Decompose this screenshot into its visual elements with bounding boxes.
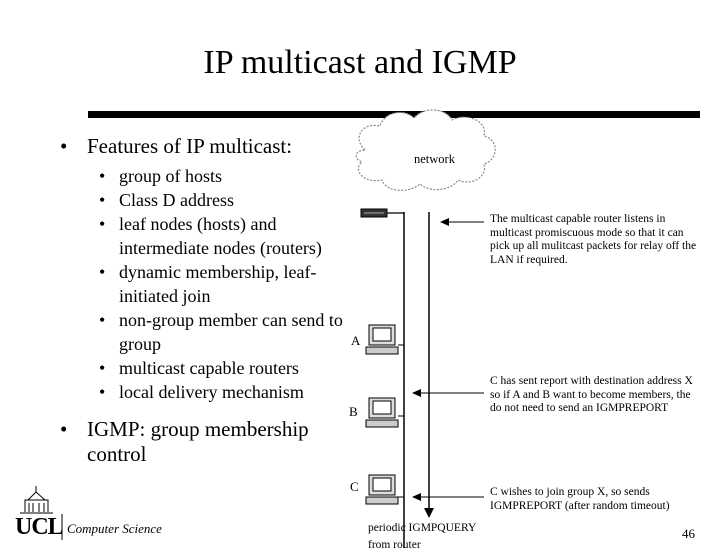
router-note: The multicast capable router listens in … bbox=[490, 213, 697, 266]
query-label: periodic IGMPQUERY from router bbox=[368, 522, 476, 551]
slide-title: IP multicast and IGMP bbox=[203, 44, 517, 81]
network-label: network bbox=[414, 152, 455, 166]
ucl-crest-icon bbox=[20, 486, 53, 514]
feature-item: multicast capable routers bbox=[95, 356, 357, 380]
host-b-label: B bbox=[349, 404, 358, 419]
feature-item: non-group member can send to group bbox=[95, 308, 357, 356]
join-note: C wishes to join group X, so sends IGMPR… bbox=[490, 486, 670, 512]
bullet-igmp: • IGMP: group membership control bbox=[60, 417, 360, 467]
feature-list: group of hosts Class D address leaf node… bbox=[95, 164, 357, 404]
bullet-features: • Features of IP multicast: bbox=[60, 134, 293, 158]
feature-item: local delivery mechanism bbox=[95, 380, 357, 404]
host-c-computer-icon bbox=[365, 474, 399, 505]
host-a-computer-icon bbox=[365, 324, 399, 355]
features-heading: Features of IP multicast: bbox=[87, 134, 293, 158]
host-a-label: A bbox=[351, 333, 361, 348]
feature-item: group of hosts bbox=[95, 164, 357, 188]
network-cloud-icon bbox=[355, 109, 496, 191]
host-b-computer-icon bbox=[365, 397, 399, 428]
router-icon bbox=[360, 208, 388, 218]
feature-item: leaf nodes (hosts) and intermediate node… bbox=[95, 212, 357, 260]
report-note: C has sent report with destination addre… bbox=[490, 375, 693, 414]
footer-text: Computer Science bbox=[67, 521, 162, 536]
feature-item: Class D address bbox=[95, 188, 357, 212]
igmp-heading: IGMP: group membership control bbox=[87, 417, 309, 466]
ucl-logo-text: UCL bbox=[15, 514, 64, 540]
host-c-label: C bbox=[350, 479, 359, 494]
page-number: 46 bbox=[682, 526, 695, 541]
feature-item: dynamic membership, leaf-initiated join bbox=[95, 260, 357, 308]
